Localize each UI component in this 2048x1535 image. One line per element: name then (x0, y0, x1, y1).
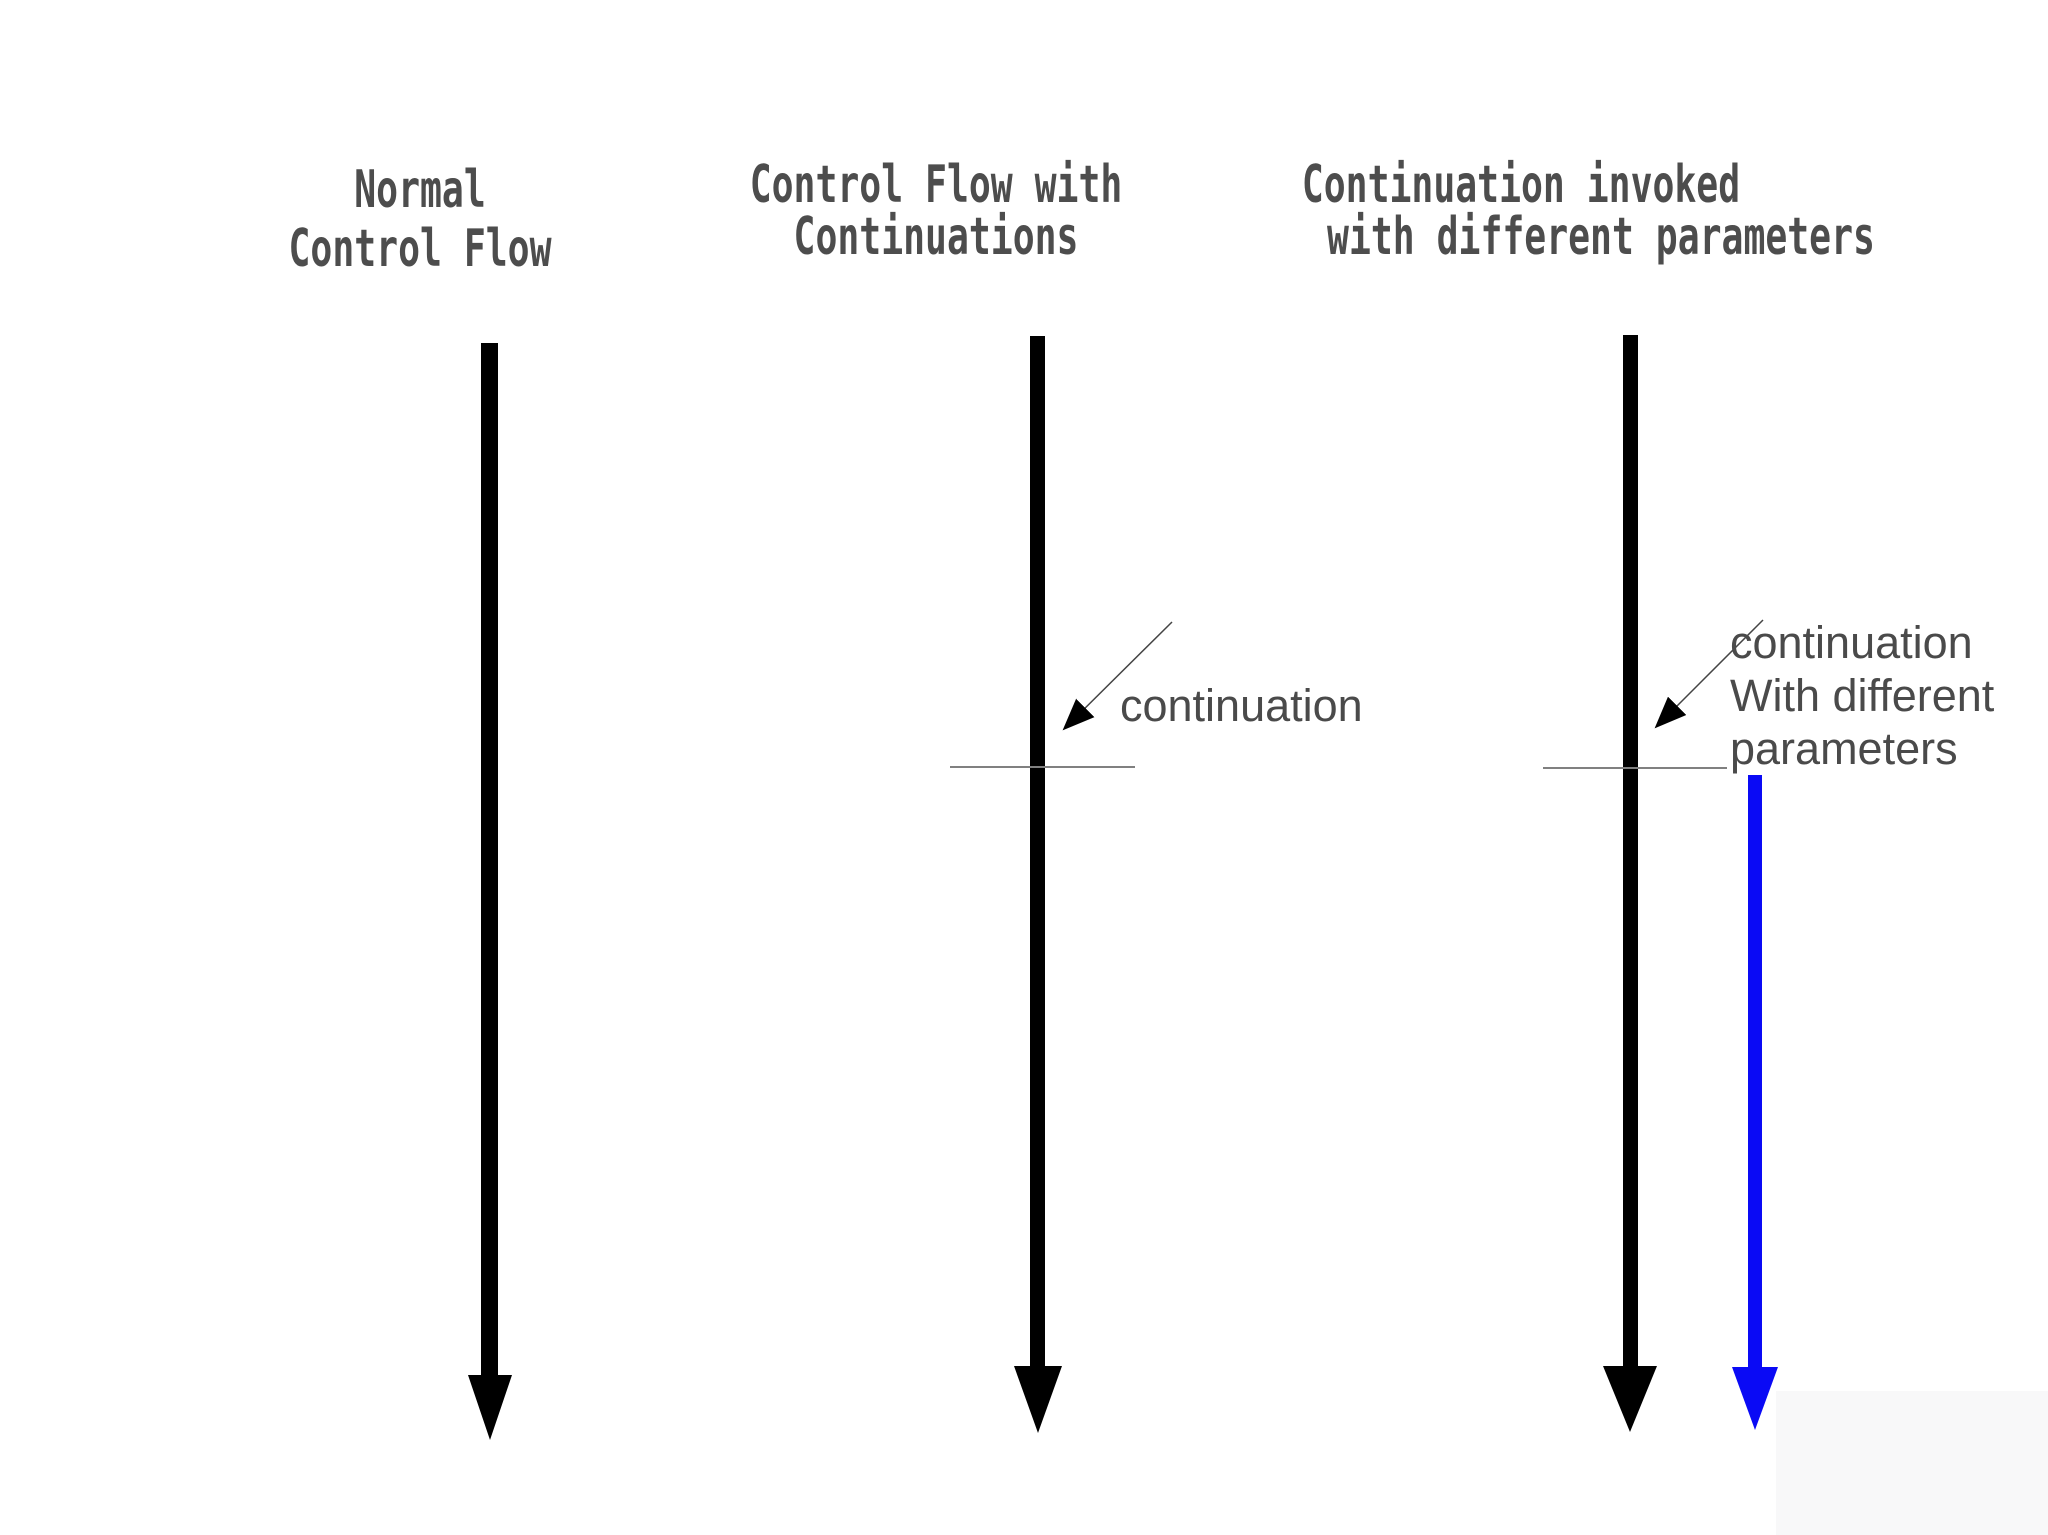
continuation-label: continuation (1120, 680, 1363, 731)
continuation-parameters-label-line2: With different (1730, 670, 1995, 721)
continuation-parameters-label-line3: parameters (1730, 723, 1958, 774)
continuation-point-line (1543, 767, 1727, 769)
continuation-parameters-label: continuation With different parameters (1730, 616, 1994, 775)
continuation-parameters-label-line1: continuation (1730, 617, 1973, 668)
continuation-point-line (950, 766, 1135, 768)
arrow-head-icon (468, 1375, 512, 1440)
arrow-head-icon (1603, 1366, 1657, 1432)
column2-title-line1: Control Flow with (749, 155, 1123, 215)
arrow-head-icon (1732, 1367, 1778, 1430)
arrow-shaft (1030, 336, 1045, 1366)
arrow-shaft (1748, 775, 1762, 1367)
column3-title-line2: with different parameters (1327, 207, 1875, 267)
column1-title-line1: Normal (354, 160, 486, 220)
corner-shade (1776, 1391, 2048, 1535)
column1-title-line2: Control Flow (288, 219, 552, 279)
column2-title-line2: Continuations (793, 207, 1079, 267)
arrow-shaft (1623, 335, 1638, 1366)
column3-title-line1: Continuation invoked (1301, 155, 1741, 215)
arrow-head-icon (1014, 1366, 1062, 1433)
arrow-shaft (481, 343, 498, 1375)
